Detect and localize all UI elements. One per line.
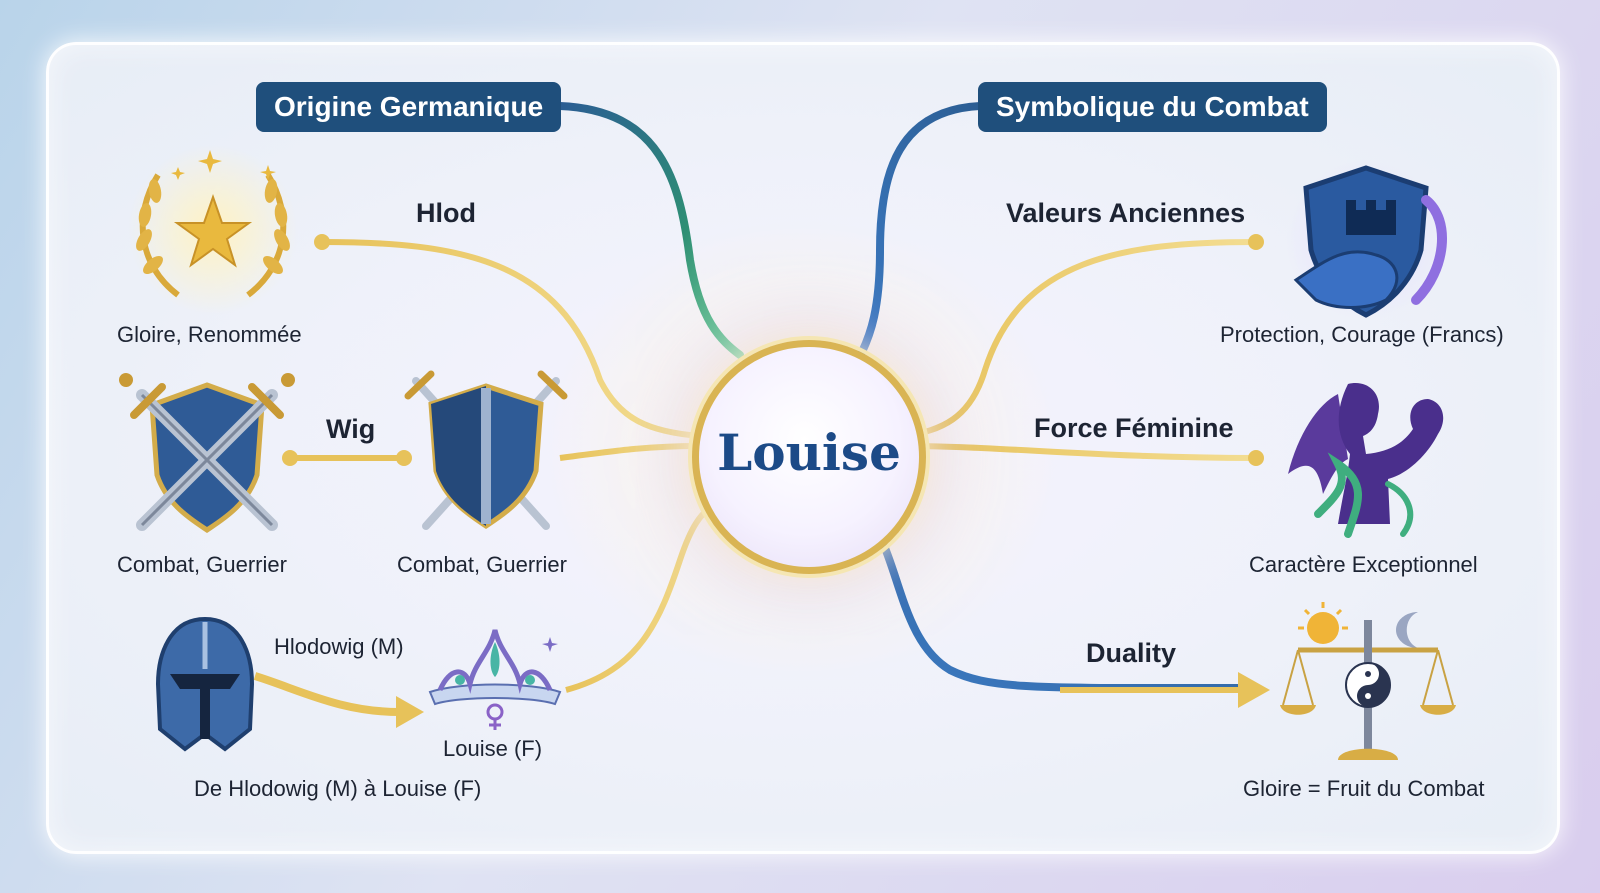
castle-shield-arm-icon bbox=[1286, 160, 1447, 320]
header-symbolique: Symbolique du Combat bbox=[978, 82, 1327, 132]
tiara-female-icon bbox=[428, 629, 562, 730]
crossed-swords-shield-icon bbox=[119, 373, 295, 534]
dot-wig-b bbox=[396, 450, 412, 466]
label-hlodowig: Hlodowig (M) bbox=[274, 634, 404, 659]
caption-wig-b: Combat, Guerrier bbox=[397, 552, 567, 577]
label-duality: Duality bbox=[1086, 638, 1177, 668]
link-hlodowig bbox=[565, 497, 724, 693]
label-hlod: Hlod bbox=[416, 198, 476, 228]
link-wig bbox=[559, 443, 701, 461]
strong-woman-icon bbox=[1288, 383, 1444, 538]
caption-wig-a: Combat, Guerrier bbox=[117, 552, 287, 577]
label-valeurs: Valeurs Anciennes bbox=[1006, 198, 1246, 228]
arrow-head-hlodowig bbox=[396, 696, 424, 728]
caption-hlod: Gloire, Renommée bbox=[117, 322, 302, 347]
caption-duality: Gloire = Fruit du Combat bbox=[1243, 776, 1485, 801]
caption-force: Caractère Exceptionnel bbox=[1249, 552, 1478, 577]
header-origine: Origine Germanique bbox=[256, 82, 562, 132]
caption-hlodowig: De Hlodowig (M) à Louise (F) bbox=[194, 776, 482, 801]
link-force bbox=[905, 443, 1257, 461]
link-valeurs bbox=[905, 239, 1257, 439]
caption-hlodowig-b: Louise (F) bbox=[443, 736, 543, 761]
dot-wig-a bbox=[282, 450, 298, 466]
center-node: Louise bbox=[692, 340, 926, 574]
arrow-head-duality bbox=[1238, 672, 1270, 708]
link-hlod bbox=[321, 239, 701, 439]
link-symbolique bbox=[858, 102, 984, 356]
link-origine bbox=[556, 102, 744, 359]
knight-helmet-icon bbox=[155, 616, 255, 752]
laurel-star-icon bbox=[128, 145, 298, 315]
dot-valeurs bbox=[1248, 234, 1264, 250]
label-wig: Wig bbox=[326, 414, 376, 444]
arrow-hlodowig bbox=[253, 672, 401, 716]
dot-force bbox=[1248, 450, 1264, 466]
shield-swords-icon bbox=[404, 370, 568, 530]
center-title: Louise bbox=[717, 423, 901, 482]
balance-yinyang-icon bbox=[1280, 602, 1456, 760]
label-force: Force Féminine bbox=[1034, 413, 1234, 443]
dot-hlod bbox=[314, 234, 330, 250]
caption-valeurs: Protection, Courage (Francs) bbox=[1220, 322, 1504, 347]
